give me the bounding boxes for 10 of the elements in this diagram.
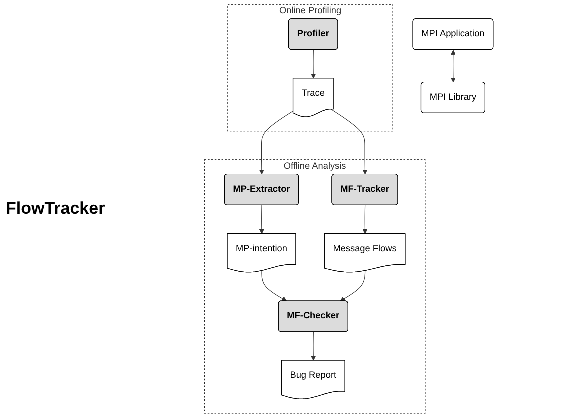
system-name-label: FlowTracker — [6, 199, 106, 219]
arrow — [362, 205, 368, 234]
arrow — [259, 205, 264, 234]
arrow — [262, 270, 288, 302]
arrow — [450, 50, 456, 83]
arrow — [259, 110, 294, 175]
arrow — [311, 50, 316, 79]
arrow — [311, 332, 316, 361]
arrow — [340, 270, 366, 302]
arrow — [331, 109, 368, 175]
